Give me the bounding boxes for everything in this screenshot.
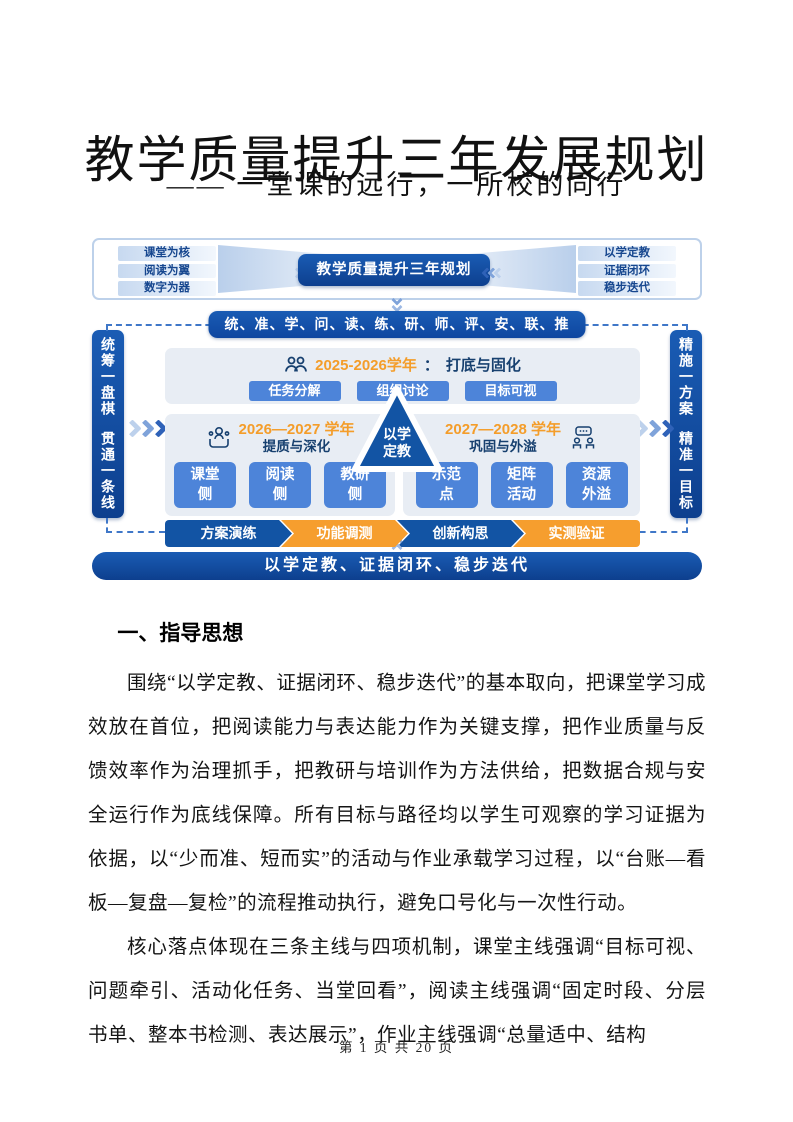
year2-button: 课堂侧 bbox=[174, 462, 236, 508]
banner-left-item: 数字为器 bbox=[118, 281, 216, 296]
right-principle-pillar: 精施一方案 精准一目标 bbox=[670, 330, 702, 518]
dashed-stub-top-left bbox=[106, 324, 108, 331]
paragraph: 围绕“以学定教、证据闭环、稳步迭代”的基本取向，把课堂学习成效放在首位，把阅读能… bbox=[88, 673, 706, 914]
year1-buttons: 任务分解 组织讨论 目标可视 bbox=[165, 381, 640, 401]
year1-separator: ： bbox=[423, 357, 439, 374]
group-people-icon bbox=[285, 356, 308, 372]
year2-theme: 提质与深化 bbox=[262, 439, 331, 454]
year3-theme: 巩固与外溢 bbox=[469, 439, 537, 454]
year1-button: 组织讨论 bbox=[356, 381, 449, 401]
document-title: 教学质量提升三年发展规划 bbox=[84, 131, 709, 188]
year3-header: 2027—2028 学年 巩固与外溢 bbox=[403, 414, 640, 455]
banner-left-column: 课堂为核 阅读为翼 数字为器 bbox=[118, 246, 216, 296]
document-body: 一、指导思想 围绕“以学定教、证据闭环、稳步迭代”的基本取向，把课堂学习成效放在… bbox=[88, 616, 706, 1058]
process-step: 创新构思 bbox=[397, 520, 524, 547]
year2-buttons: 课堂侧 阅读侧 教研侧 bbox=[165, 462, 395, 508]
dashed-connector-bottom-left bbox=[106, 518, 165, 533]
plan-overview-diagram: 课堂为核 阅读为翼 数字为器 教学质量提升三年规划 以学定教 证据闭环 稳步迭代… bbox=[92, 236, 702, 582]
top-banner: 课堂为核 阅读为翼 数字为器 教学质量提升三年规划 以学定教 证据闭环 稳步迭代 bbox=[92, 238, 702, 300]
right-pillar-line: 精准一目标 bbox=[678, 431, 694, 511]
year3-label: 2027—2028 学年 bbox=[445, 421, 561, 438]
banner-right-item: 证据闭环 bbox=[578, 263, 676, 278]
presenter-icon bbox=[208, 426, 229, 448]
year1-button: 目标可视 bbox=[464, 381, 557, 401]
page-number: 第 1 页 共 20 页 bbox=[338, 1040, 455, 1055]
year2-label: 2026—2027 学年 bbox=[238, 421, 355, 438]
left-pillar-line: 贯通一条线 bbox=[100, 431, 116, 511]
year3-button: 矩阵活动 bbox=[490, 462, 553, 508]
process-step: 功能调测 bbox=[281, 520, 408, 547]
triangle-label: 以学 定教 bbox=[383, 426, 411, 459]
document-subtitle: —— 一堂课的远行，一所校的同行 bbox=[166, 170, 627, 200]
dashed-stub-top-right bbox=[686, 324, 688, 331]
discussion-icon bbox=[572, 426, 595, 449]
dashed-connector-bottom-right bbox=[629, 518, 688, 533]
banner-left-item: 课堂为核 bbox=[118, 246, 216, 261]
banner-right-column: 以学定教 证据闭环 稳步迭代 bbox=[578, 246, 676, 296]
year1-label: 2025-2026学年 bbox=[315, 357, 417, 374]
bottom-principle-bar: 以学定教、证据闭环、稳步迭代 bbox=[92, 552, 702, 580]
process-bar: 方案演练 功能调测 创新构思 实测验证 bbox=[165, 520, 640, 547]
triple-chevron-left-icon bbox=[481, 264, 505, 282]
banner-right-item: 以学定教 bbox=[578, 246, 676, 261]
year2-button: 阅读侧 bbox=[249, 462, 311, 508]
process-step: 实测验证 bbox=[513, 520, 640, 547]
banner-center-title: 教学质量提升三年规划 bbox=[298, 254, 490, 286]
left-pillar-line: 统筹一盘棋 bbox=[100, 337, 116, 417]
year1-theme: 打底与固化 bbox=[445, 357, 521, 374]
year3-button: 资源外溢 bbox=[565, 462, 628, 508]
section-heading: 一、指导思想 bbox=[117, 622, 244, 645]
year2-header: 2026—2027 学年 提质与深化 bbox=[165, 414, 395, 455]
banner-right-item: 稳步迭代 bbox=[578, 281, 676, 296]
year1-header: 2025-2026学年 ： 打底与固化 bbox=[165, 348, 640, 375]
triple-chevron-right-icon bbox=[123, 419, 168, 440]
process-step: 方案演练 bbox=[165, 520, 292, 547]
keywords-pill: 统、准、学、问、读、练、研、师、评、安、联、推 bbox=[208, 311, 586, 338]
paragraph: 核心落点体现在三条主线与四项机制，课堂主线强调“目标可视、问题牵引、活动化任务、… bbox=[88, 937, 706, 1046]
banner-left-item: 阅读为翼 bbox=[118, 263, 216, 278]
year1-button: 任务分解 bbox=[248, 381, 341, 401]
chevron-down-icon bbox=[391, 294, 403, 313]
year3-panel: 2027—2028 学年 巩固与外溢 示范点 矩阵活动 资源外溢 bbox=[403, 414, 640, 516]
right-pillar-line: 精施一方案 bbox=[678, 337, 694, 417]
left-principle-pillar: 统筹一盘棋 贯通一条线 bbox=[92, 330, 124, 518]
core-triangle: 以学 定教 bbox=[350, 384, 444, 474]
year2-panel: 2026—2027 学年 提质与深化 课堂侧 阅读侧 教研侧 bbox=[165, 414, 395, 516]
